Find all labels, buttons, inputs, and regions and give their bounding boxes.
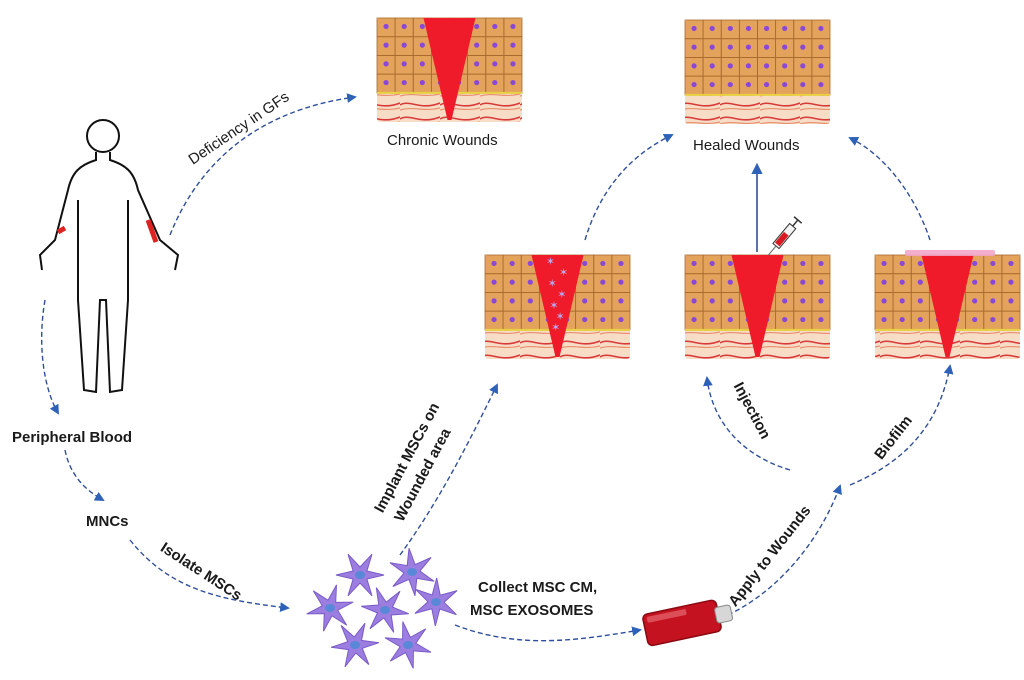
tile-healed-wound — [684, 19, 831, 124]
wound-tiles: ✶✶✶✶✶✶✶ — [376, 17, 1021, 359]
msc-cell-icon — [414, 577, 458, 627]
label-collect-line1: Collect MSC CM, — [478, 579, 598, 596]
arrow-to-mscs — [129, 539, 290, 612]
tile-biofilm-wound — [874, 250, 1021, 359]
msc-cell-icon — [361, 587, 409, 633]
msc-cell-icon — [330, 622, 380, 668]
svg-text:✶: ✶ — [549, 299, 558, 312]
tile-chronic-wound — [376, 17, 523, 122]
arrow-injection — [703, 376, 791, 471]
label-mncs: MNCs — [86, 513, 129, 530]
label-collect-line2: MSC EXOSOMES — [470, 602, 594, 619]
label-peripheral-blood: Peripheral Blood — [12, 429, 133, 446]
msc-cell-icon — [384, 621, 432, 669]
tile-implant-wound: ✶✶✶✶✶✶✶ — [484, 254, 631, 359]
arrow-to-chronic — [169, 93, 357, 236]
svg-text:✶: ✶ — [557, 288, 566, 301]
svg-text:✶: ✶ — [556, 310, 565, 323]
tile-injection-wound — [684, 254, 831, 359]
arrow-to-mncs — [64, 449, 105, 501]
connector-arrows — [41, 93, 954, 642]
arrow-apply — [727, 484, 842, 616]
msc-cell-icon — [306, 584, 354, 632]
arrow-to-peripheral — [41, 299, 59, 415]
arrow-to-flask — [454, 624, 642, 642]
arrow-implant-to-healed — [584, 133, 674, 241]
msc-cluster — [306, 548, 458, 669]
arrow-to-implant-tile — [399, 383, 498, 556]
msc-cell-icon — [335, 553, 385, 597]
svg-text:✶: ✶ — [551, 321, 560, 334]
syringe-icon — [767, 216, 803, 256]
arrow-biofilm-to-healed — [848, 137, 931, 241]
msc-cell-icon — [389, 548, 435, 596]
svg-text:✶: ✶ — [559, 266, 568, 279]
svg-text:✶: ✶ — [548, 277, 557, 290]
human-silhouette-icon — [38, 119, 180, 394]
label-chronic-wounds: Chronic Wounds — [387, 132, 498, 149]
culture-flask-icon — [642, 599, 734, 647]
label-healed-wounds: Healed Wounds — [693, 137, 800, 154]
svg-text:✶: ✶ — [546, 255, 555, 268]
